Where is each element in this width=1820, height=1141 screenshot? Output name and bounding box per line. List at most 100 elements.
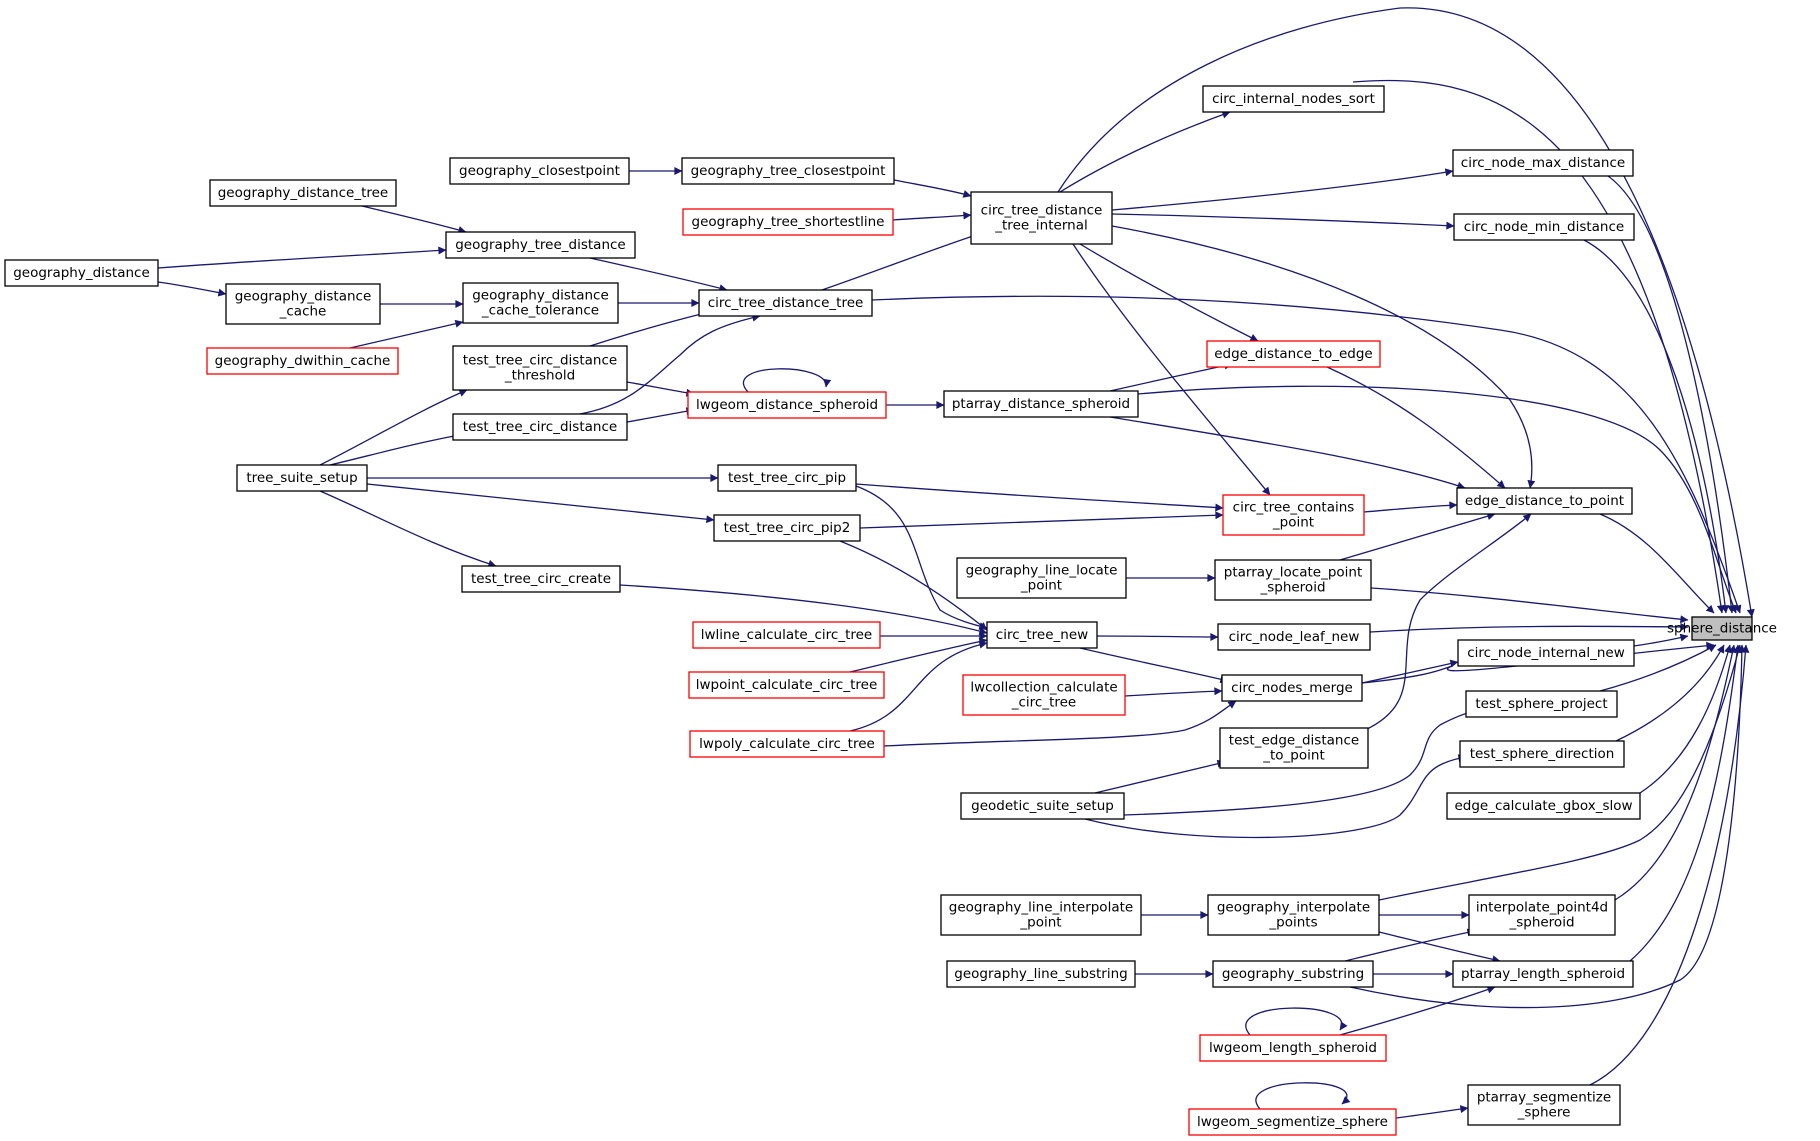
- node-box: [1457, 639, 1635, 667]
- node-test_tree_circ_distance_threshold[interactable]: test_tree_circ_distance_threshold: [452, 345, 628, 391]
- node-sphere_distance[interactable]: sphere_distance: [1667, 616, 1777, 641]
- node-geography_distance_cache_tolerance[interactable]: geography_distance_cache_tolerance: [462, 282, 619, 324]
- node-geography_tree_closestpoint[interactable]: geography_tree_closestpoint: [681, 157, 895, 185]
- node-box: [682, 208, 894, 236]
- node-label: ptarray_distance_spheroid: [952, 396, 1130, 412]
- node-test_sphere_direction[interactable]: test_sphere_direction: [1459, 740, 1625, 768]
- node-label: _point: [1020, 578, 1062, 594]
- node-label: circ_tree_distance_tree: [708, 295, 864, 311]
- node-label: circ_node_leaf_new: [1229, 629, 1360, 645]
- node-test_tree_circ_create[interactable]: test_tree_circ_create: [461, 565, 621, 593]
- node-edge_distance_to_edge[interactable]: edge_distance_to_edge: [1206, 340, 1381, 368]
- node-label: circ_nodes_merge: [1231, 680, 1353, 696]
- edge-circ_tree_distance_tree_internal-to-circ_node_max_distance: [1111, 168, 1454, 211]
- node-box: [461, 565, 621, 593]
- node-lwpoly_calculate_circ_tree[interactable]: lwpoly_calculate_circ_tree: [689, 730, 885, 758]
- node-circ_node_leaf_new[interactable]: circ_node_leaf_new: [1217, 623, 1371, 651]
- node-test_edge_distance_to_point[interactable]: test_edge_distance_to_point: [1219, 727, 1369, 769]
- node-circ_tree_distance_tree[interactable]: circ_tree_distance_tree: [698, 289, 873, 317]
- node-box: [1188, 1108, 1397, 1136]
- node-box: [698, 289, 873, 317]
- node-geography_distance[interactable]: geography_distance: [4, 259, 159, 287]
- edge-circ_tree_distance_tree_internal-to-edge_distance_to_edge: [1079, 243, 1259, 342]
- node-circ_node_internal_new[interactable]: circ_node_internal_new: [1457, 639, 1635, 667]
- node-label: geography_line_interpolate: [949, 900, 1133, 916]
- node-box: [1452, 960, 1634, 988]
- node-label: circ_tree_contains: [1233, 500, 1355, 516]
- node-box: [1452, 149, 1634, 177]
- edge-lwgeom_segmentize_sphere-to-ptarray_segmentize_sphere: [1395, 1105, 1469, 1119]
- node-label: geography_line_locate: [966, 563, 1118, 579]
- node-box: [1456, 487, 1633, 515]
- node-label: circ_node_internal_new: [1467, 645, 1625, 661]
- node-label: _sphere: [1517, 1105, 1571, 1121]
- node-geography_distance_tree[interactable]: geography_distance_tree: [209, 179, 397, 207]
- edge-circ_nodes_merge-to-circ_node_internal_new: [1361, 659, 1459, 684]
- node-circ_node_max_distance[interactable]: circ_node_max_distance: [1452, 149, 1634, 177]
- edge-geography_interpolate_points-to-sphere_distance: [1378, 644, 1742, 901]
- node-lwline_calculate_circ_tree[interactable]: lwline_calculate_circ_tree: [692, 621, 881, 649]
- edge-geography_substring-to-interpolate_point4d_spheroid: [1344, 928, 1476, 962]
- node-ptarray_length_spheroid[interactable]: ptarray_length_spheroid: [1452, 960, 1634, 988]
- node-geography_dwithin_cache[interactable]: geography_dwithin_cache: [206, 347, 399, 375]
- edge-circ_node_internal_new-to-sphere_distance: [1633, 633, 1689, 647]
- node-label: circ_tree_new: [996, 627, 1088, 643]
- node-circ_tree_distance_tree_internal[interactable]: circ_tree_distance_tree_internal: [970, 191, 1113, 245]
- node-circ_node_min_distance[interactable]: circ_node_min_distance: [1453, 213, 1635, 241]
- edge-geography_interpolate_points-to-ptarray_length_spheroid: [1378, 931, 1501, 964]
- node-lwgeom_distance_spheroid[interactable]: lwgeom_distance_spheroid: [687, 391, 887, 419]
- node-label: lwgeom_length_spheroid: [1209, 1040, 1377, 1056]
- node-label: test_tree_circ_pip2: [724, 520, 851, 536]
- edge-ptarray_length_spheroid-to-sphere_distance: [1629, 644, 1742, 962]
- node-geography_line_locate_point[interactable]: geography_line_locate_point: [956, 557, 1127, 599]
- node-geography_tree_shortestline[interactable]: geography_tree_shortestline: [682, 208, 894, 236]
- node-test_sphere_project[interactable]: test_sphere_project: [1465, 690, 1618, 718]
- node-test_tree_circ_distance[interactable]: test_tree_circ_distance: [452, 413, 628, 441]
- node-tree_suite_setup[interactable]: tree_suite_setup: [236, 464, 368, 492]
- node-ptarray_segmentize_sphere[interactable]: ptarray_segmentize_sphere: [1467, 1084, 1621, 1126]
- node-lwcollection_calculate_circ_tree[interactable]: lwcollection_calculate_circ_tree: [962, 674, 1126, 716]
- node-geography_tree_distance[interactable]: geography_tree_distance: [445, 231, 636, 259]
- node-label: geodetic_suite_setup: [971, 798, 1114, 814]
- node-label: sphere_distance: [1667, 621, 1777, 637]
- node-geography_substring[interactable]: geography_substring: [1212, 960, 1374, 988]
- node-box: [1206, 340, 1381, 368]
- node-box: [1214, 559, 1372, 601]
- node-geography_line_interpolate_point[interactable]: geography_line_interpolate_point: [940, 894, 1142, 936]
- node-edge_distance_to_point[interactable]: edge_distance_to_point: [1456, 487, 1633, 515]
- node-label: geography_line_substring: [954, 966, 1127, 982]
- node-test_tree_circ_pip2[interactable]: test_tree_circ_pip2: [713, 514, 861, 542]
- node-layer: sphere_distance circ_internal_nodes_sortc…: [4, 85, 1777, 1136]
- node-box: [1691, 616, 1753, 641]
- node-circ_tree_new[interactable]: circ_tree_new: [986, 621, 1098, 649]
- node-test_tree_circ_pip[interactable]: test_tree_circ_pip: [717, 464, 857, 492]
- edge-geography_tree_shortestline-to-circ_tree_distance_tree_internal: [892, 211, 972, 221]
- edge-test_tree_circ_pip2-to-circ_tree_contains_point: [859, 511, 1224, 529]
- node-ptarray_locate_point_spheroid[interactable]: ptarray_locate_point_spheroid: [1214, 559, 1372, 601]
- node-label: _points: [1268, 915, 1317, 931]
- node-ptarray_distance_spheroid[interactable]: ptarray_distance_spheroid: [943, 390, 1139, 418]
- node-geography_line_substring[interactable]: geography_line_substring: [946, 960, 1136, 988]
- node-geography_closestpoint[interactable]: geography_closestpoint: [449, 157, 630, 185]
- edge-lwpoly_calculate_circ_tree-to-circ_tree_new: [849, 640, 988, 732]
- node-lwpoint_calculate_circ_tree[interactable]: lwpoint_calculate_circ_tree: [688, 671, 885, 699]
- node-circ_internal_nodes_sort[interactable]: circ_internal_nodes_sort: [1202, 85, 1385, 113]
- node-geodetic_suite_setup[interactable]: geodetic_suite_setup: [960, 792, 1125, 820]
- edge-test_edge_distance_to_point-to-edge_distance_to_point: [1364, 513, 1532, 731]
- node-label: geography_tree_shortestline: [692, 214, 885, 230]
- node-edge_calculate_gbox_slow[interactable]: edge_calculate_gbox_slow: [1446, 792, 1641, 820]
- node-lwgeom_segmentize_sphere[interactable]: lwgeom_segmentize_sphere: [1188, 1108, 1397, 1136]
- node-box: [956, 557, 1127, 599]
- node-geography_interpolate_points[interactable]: geography_interpolate_points: [1207, 894, 1380, 936]
- node-interpolate_point4d_spheroid[interactable]: interpolate_point4d_spheroid: [1468, 894, 1616, 936]
- edge-tree_suite_setup-to-test_tree_circ_create: [319, 490, 497, 568]
- edge-ptarray_distance_spheroid-to-edge_distance_to_edge: [1109, 361, 1233, 392]
- node-lwgeom_length_spheroid[interactable]: lwgeom_length_spheroid: [1199, 1034, 1387, 1062]
- node-box: [940, 894, 1142, 936]
- edge-ptarray_distance_spheroid-to-sphere_distance: [1137, 385, 1737, 614]
- node-geography_distance_cache[interactable]: geography_distance_cache: [225, 283, 381, 325]
- edge-circ_tree_distance_tree_internal-to-circ_internal_nodes_sort: [1059, 110, 1231, 193]
- node-circ_tree_contains_point[interactable]: circ_tree_contains_point: [1222, 494, 1365, 536]
- node-circ_nodes_merge[interactable]: circ_nodes_merge: [1221, 674, 1363, 702]
- edge-geography_dwithin_cache-to-geography_distance_cache_tolerance: [349, 319, 464, 349]
